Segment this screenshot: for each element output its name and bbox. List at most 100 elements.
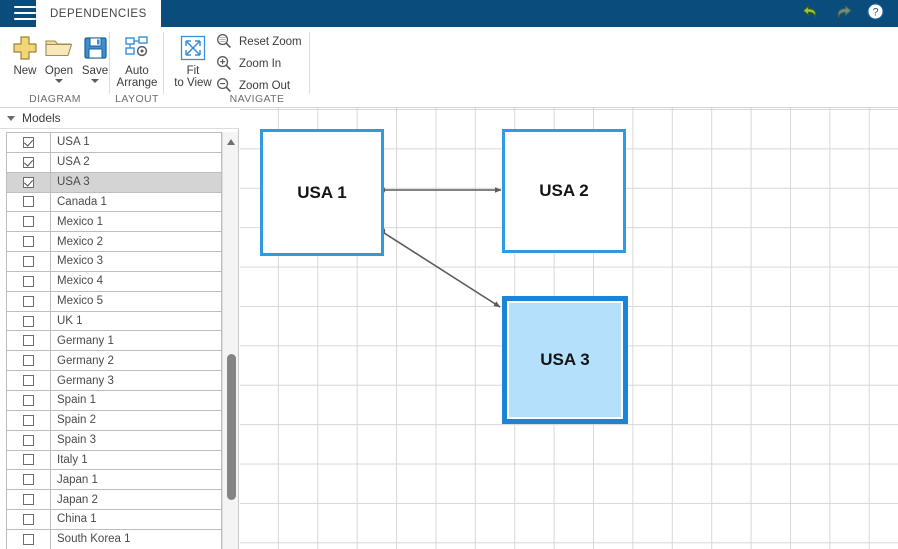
hamburger-menu-icon[interactable] [14,6,36,22]
model-row[interactable]: Mexico 1 [7,212,221,233]
new-button-label: New [13,65,37,77]
checkbox-unchecked-icon[interactable] [23,216,34,228]
zoom-in-button[interactable]: Zoom In [216,54,281,74]
checkbox-unchecked-icon[interactable] [23,196,34,208]
checkbox-unchecked-icon[interactable] [23,414,34,426]
model-row-checkbox-cell[interactable] [7,510,51,529]
save-dropdown-caret-icon[interactable] [91,79,99,83]
model-row-checkbox-cell[interactable] [7,371,51,390]
models-list-scrollbar[interactable] [222,132,238,549]
diagram-node-usa3[interactable]: USA 3 [502,296,628,424]
models-panel-header[interactable]: Models [0,108,239,129]
model-row-checkbox-cell[interactable] [7,271,51,291]
model-row[interactable]: Germany 2 [7,351,221,372]
scroll-up-arrow-icon[interactable] [227,139,235,145]
model-row[interactable]: UK 1 [7,311,221,332]
model-row-checkbox-cell[interactable] [7,450,51,470]
tab-dependencies[interactable]: DEPENDENCIES [36,0,161,27]
diagram-node-usa1[interactable]: USA 1 [260,129,384,256]
auto-arrange-button[interactable]: Auto Arrange [110,30,164,89]
model-row-checkbox-cell[interactable] [7,172,51,192]
checkbox-unchecked-icon[interactable] [23,236,34,248]
dependency-diagram-canvas[interactable]: USA 1 USA 2 USA 3 [240,108,898,549]
model-row-checkbox-cell[interactable] [7,390,51,410]
model-row[interactable]: Spain 2 [7,410,221,431]
diagram-edge-usa1-to-usa3[interactable] [376,226,501,308]
model-row-checkbox-cell[interactable] [7,212,51,232]
model-row-checkbox-cell[interactable] [7,133,51,152]
model-row-label: USA 1 [57,136,90,149]
checkbox-unchecked-icon[interactable] [23,494,34,506]
model-row[interactable]: Spain 1 [7,390,221,411]
model-row[interactable]: Canada 1 [7,192,221,213]
checkbox-unchecked-icon[interactable] [23,394,34,406]
model-row-checkbox-cell[interactable] [7,331,51,351]
model-row[interactable]: USA 1 [7,133,221,153]
help-question-icon[interactable]: ? [867,2,884,25]
model-row[interactable]: China 1 [7,510,221,530]
model-row-label: Mexico 5 [57,295,104,308]
model-row[interactable]: USA 3 [7,172,221,193]
model-row[interactable]: Japan 2 [7,490,221,511]
scrollbar-thumb[interactable] [226,354,236,500]
diagram-node-label: USA 3 [540,350,590,369]
zoom-out-button[interactable]: Zoom Out [216,76,290,96]
model-row-checkbox-cell[interactable] [7,410,51,430]
model-row-checkbox-cell[interactable] [7,351,51,371]
checkbox-checked-icon[interactable] [23,136,34,148]
save-button[interactable]: Save [71,30,119,83]
checkbox-unchecked-icon[interactable] [23,295,34,307]
diagram-edge-usa1-to-usa2[interactable] [376,185,502,195]
model-row-checkbox-cell[interactable] [7,529,51,549]
checkbox-unchecked-icon[interactable] [23,434,34,446]
model-row-checkbox-cell[interactable] [7,291,51,311]
open-button[interactable]: Open [35,30,83,83]
model-row-checkbox-cell[interactable] [7,430,51,450]
model-row[interactable]: Germany 1 [7,331,221,352]
model-row-label: Mexico 2 [57,235,104,248]
model-row[interactable]: Spain 3 [7,430,221,451]
model-row-checkbox-cell[interactable] [7,490,51,510]
model-row-label: USA 3 [57,176,90,189]
model-row-checkbox-cell[interactable] [7,192,51,212]
model-row-checkbox-cell[interactable] [7,152,51,172]
checkbox-checked-icon[interactable] [23,176,34,188]
model-row[interactable]: Japan 1 [7,470,221,491]
model-row-checkbox-cell[interactable] [7,470,51,490]
checkbox-unchecked-icon[interactable] [23,255,34,267]
models-panel-title: Models [22,111,61,125]
checkbox-unchecked-icon[interactable] [23,375,34,387]
checkbox-unchecked-icon[interactable] [23,533,34,545]
checkbox-checked-icon[interactable] [23,156,34,168]
model-row[interactable]: Mexico 5 [7,291,221,312]
model-row[interactable]: Mexico 2 [7,232,221,253]
model-row[interactable]: Mexico 4 [7,271,221,292]
model-row-checkbox-cell[interactable] [7,232,51,252]
reset-zoom-button[interactable]: Reset Zoom [216,32,302,52]
checkbox-unchecked-icon[interactable] [23,474,34,486]
checkbox-unchecked-icon[interactable] [23,513,34,525]
undo-arrow-icon[interactable] [801,3,820,25]
plus-document-icon [10,30,40,63]
triangle-down-icon[interactable] [7,115,15,121]
model-row[interactable]: Germany 3 [7,371,221,391]
model-row[interactable]: Italy 1 [7,450,221,471]
model-row-checkbox-cell[interactable] [7,252,51,271]
fit-to-view-button[interactable]: Fit to View [164,30,222,89]
model-row[interactable]: Mexico 3 [7,252,221,272]
ribbon-group-navigate: Fit to View Reset Zoom [164,27,310,108]
model-row[interactable]: South Korea 1 [7,529,221,549]
checkbox-unchecked-icon[interactable] [23,355,34,367]
redo-arrow-icon[interactable] [834,3,853,25]
checkbox-unchecked-icon[interactable] [23,275,34,287]
new-button[interactable]: New [1,30,49,77]
open-dropdown-caret-icon[interactable] [55,79,63,83]
model-row[interactable]: USA 2 [7,152,221,173]
checkbox-unchecked-icon[interactable] [23,335,34,347]
checkbox-unchecked-icon[interactable] [23,315,34,327]
model-row-checkbox-cell[interactable] [7,311,51,331]
auto-arrange-icon [122,30,152,63]
diagram-node-usa2[interactable]: USA 2 [502,129,626,253]
checkbox-unchecked-icon[interactable] [23,454,34,466]
